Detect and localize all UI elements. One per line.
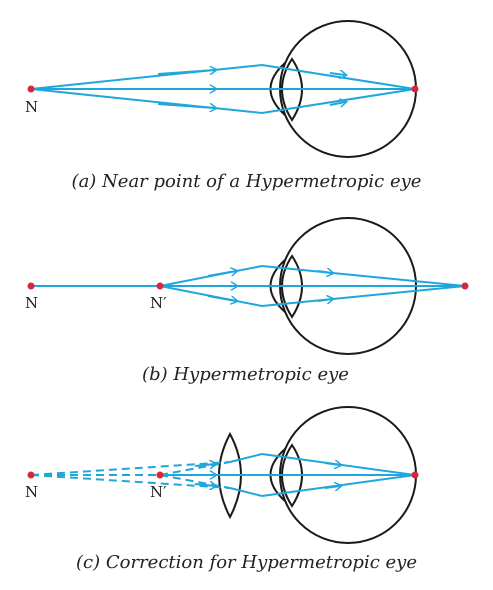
arrow (207, 295, 236, 301)
arrow (194, 464, 215, 466)
arrow (157, 103, 215, 108)
near-point-dot (27, 85, 35, 93)
ray-upper (30, 64, 263, 90)
ray-lower-refracted (261, 88, 416, 114)
image-point-label: N′ (150, 294, 167, 312)
arrow (317, 271, 332, 273)
image-point-label: N′ (150, 483, 167, 501)
near-point-label: N (25, 483, 38, 501)
light-rays (30, 64, 416, 114)
eye-lens (281, 443, 303, 508)
near-point-dot (27, 282, 35, 290)
ray-upper (229, 453, 263, 463)
arrow (157, 70, 215, 75)
image-point-dot (156, 282, 164, 290)
behind-retina-focus-dot (461, 282, 469, 290)
light-rays (30, 453, 416, 497)
ray-lower-refracted (261, 285, 466, 307)
arrow (194, 484, 215, 486)
panel-b: N N′ (25, 217, 469, 355)
eye-lens (281, 254, 303, 319)
ray-lower (30, 88, 263, 114)
arrow (207, 271, 236, 277)
incident-ray-upper (30, 461, 231, 476)
retina-image-dot (411, 85, 419, 93)
near-point-dot (27, 471, 35, 479)
incident-ray-lower (30, 474, 231, 489)
panel-c: N N′ (25, 406, 419, 544)
virtual-ray-upper (159, 461, 231, 476)
arrow (324, 486, 340, 488)
eye-lens (281, 57, 303, 122)
virtual-ray-lower (159, 474, 231, 489)
light-rays (31, 265, 466, 307)
ray-upper-refracted (261, 265, 466, 287)
near-point-label: N (25, 98, 38, 116)
retina-image-dot (411, 471, 419, 479)
near-point-label: N (25, 294, 38, 312)
arrow (324, 463, 340, 465)
panel-a: N (25, 20, 419, 158)
arrow (329, 102, 345, 105)
arrow (317, 299, 332, 301)
image-point-dot (156, 471, 164, 479)
caption-panel-c: (c) Correction for Hypermetropic eye (76, 552, 417, 573)
ray-upper-refracted (261, 64, 416, 90)
caption-panel-a: (a) Near point of a Hypermetropic eye (71, 171, 422, 192)
arrow (329, 73, 345, 75)
caption-panel-b: (b) Hypermetropic eye (142, 364, 349, 385)
ray-lower (229, 487, 263, 497)
